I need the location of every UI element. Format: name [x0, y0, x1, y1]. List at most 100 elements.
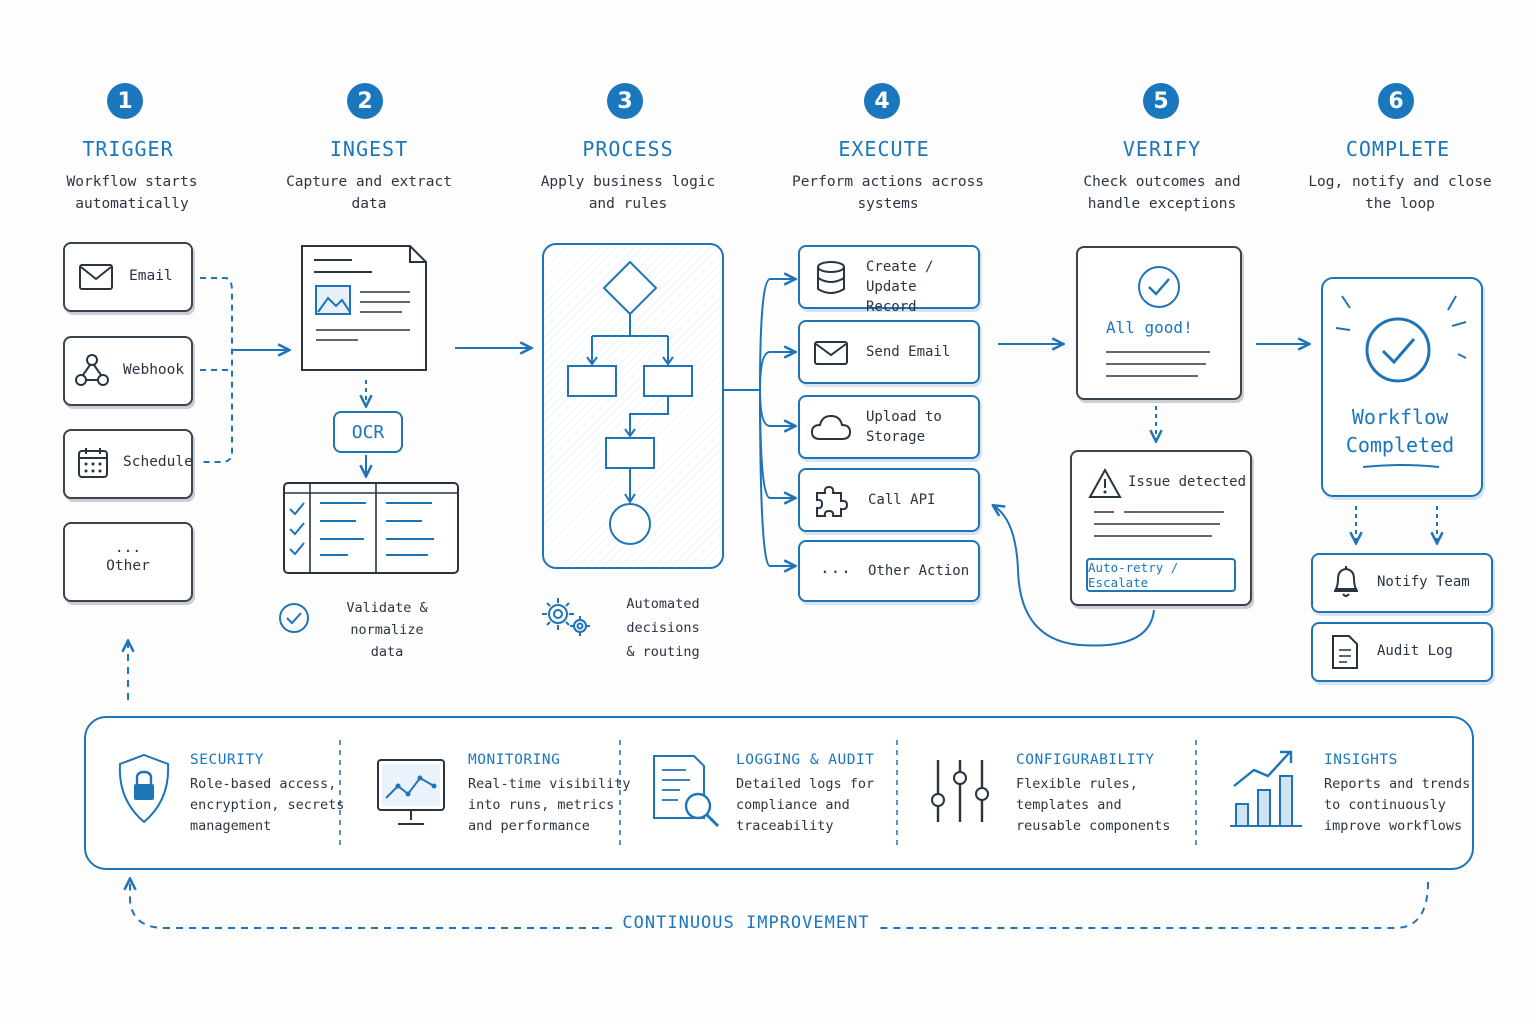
label-line: Storage	[866, 429, 926, 445]
envelope-icon	[79, 264, 113, 290]
sparkle-icon	[1335, 295, 1467, 359]
step-1-badge: 1	[107, 83, 143, 119]
document-search-icon	[653, 755, 720, 828]
trigger-schedule[interactable]: Schedule	[63, 429, 193, 499]
step-1-title: TRIGGER	[82, 137, 174, 161]
action-label: Call API	[868, 492, 936, 508]
step-1-description: Workflow starts automatically	[22, 171, 242, 215]
webhook-icon	[75, 354, 109, 386]
description-line: to continuously	[1324, 797, 1446, 813]
flowchart-icon	[567, 260, 693, 545]
feature-security: SECURITY Role-based access,encryption, s…	[190, 752, 344, 837]
continuous-improvement-label: CONTINUOUS IMPROVEMENT	[612, 913, 880, 933]
description-line: Detailed logs for	[736, 776, 875, 792]
process-caption: Automated decisions & routing	[588, 592, 738, 664]
desc-line: Apply business logic	[540, 174, 716, 190]
description-line: reusable components	[1016, 818, 1171, 834]
check-circle-icon	[279, 603, 309, 633]
feature-title: CONFIGURABILITY	[1016, 752, 1155, 768]
desc-line: Check outcomes and	[1083, 174, 1241, 190]
trigger-webhook[interactable]: Webhook	[63, 336, 193, 406]
desc-line: handle exceptions	[1087, 196, 1237, 212]
trigger-other-label: Other	[106, 558, 150, 574]
step-6-title: COMPLETE	[1345, 137, 1451, 161]
retry-escalate-button[interactable]: Auto-retry / Escalate	[1086, 558, 1236, 592]
cloud-icon	[810, 414, 852, 440]
sliders-icon	[931, 760, 989, 822]
document-lines-icon	[1332, 635, 1358, 669]
text-lines	[1106, 351, 1210, 377]
step-5-title: VERIFY	[1122, 137, 1202, 161]
ellipsis-icon: ...	[820, 558, 852, 577]
step-5-description: Check outcomes and handle exceptions	[1052, 171, 1272, 215]
ellipsis-icon: ...	[114, 540, 142, 556]
action-send-email[interactable]: Send Email	[798, 320, 980, 384]
trigger-webhook-label: Webhook	[123, 362, 185, 378]
desc-line: Capture and extract	[286, 174, 452, 190]
desc-line: Log, notify and close	[1308, 174, 1492, 190]
warning-icon	[1088, 468, 1122, 498]
trigger-schedule-label: Schedule	[123, 454, 193, 470]
action-call-api[interactable]: Call API	[798, 468, 980, 532]
step-2-description: Capture and extract data	[259, 171, 479, 215]
audit-log-button[interactable]: Audit Log	[1311, 622, 1493, 682]
step-3-badge: 3	[607, 83, 643, 119]
description-line: compliance and	[736, 797, 850, 813]
description-line: encryption, secrets	[190, 797, 345, 813]
check-circle-icon	[1138, 266, 1180, 308]
document-icon	[301, 245, 427, 371]
trigger-other[interactable]: ... Other	[63, 522, 193, 602]
feature-dividers	[339, 740, 1197, 846]
feature-configurability: CONFIGURABILITY Flexible rules,templates…	[1016, 752, 1170, 837]
step-3-title: PROCESS	[582, 137, 674, 161]
workflow-completed-card: Workflow Completed	[1321, 277, 1483, 497]
desc-line: systems	[857, 196, 919, 212]
shield-lock-icon	[118, 753, 170, 824]
label-line: Completed	[1345, 433, 1455, 457]
verify-ok-card: All good!	[1076, 246, 1242, 400]
data-table-icon	[283, 482, 459, 574]
desc-line: the loop	[1365, 196, 1435, 212]
step-6-description: Log, notify and close the loop	[1290, 171, 1510, 215]
step-2-badge: 2	[347, 83, 383, 119]
desc-line: automatically	[75, 196, 189, 212]
ocr-label: OCR	[351, 421, 385, 443]
description-line: improve workflows	[1324, 818, 1463, 834]
description-line: management	[190, 818, 272, 834]
gears-icon	[542, 598, 590, 636]
action-label: Upload to Storage	[866, 407, 942, 447]
description-line: Reports and trends	[1324, 776, 1471, 792]
label-line: Upload to	[866, 409, 942, 425]
caption-line: Automated decisions	[626, 596, 700, 636]
feature-description: Reports and trends to continuously improve…	[1324, 774, 1470, 837]
audit-log-label: Audit Log	[1377, 643, 1453, 659]
puzzle-icon	[816, 485, 849, 517]
all-good-label: All good!	[1106, 318, 1193, 337]
label-line: Record	[866, 299, 917, 315]
caption-line: Validate & normalize	[346, 600, 428, 638]
description-line: traceability	[736, 818, 834, 834]
notify-team-button[interactable]: Notify Team	[1311, 553, 1493, 613]
description-line: templates and	[1016, 797, 1122, 813]
desc-line: data	[351, 196, 387, 212]
envelope-icon	[814, 341, 848, 365]
feature-title: SECURITY	[190, 752, 264, 768]
feature-description: Detailed logs for compliance and traceabil…	[736, 774, 874, 837]
action-label: Send Email	[866, 344, 951, 360]
caption-line: & routing	[626, 644, 700, 660]
underline-decoration	[1362, 464, 1440, 468]
desc-line: Workflow starts	[66, 174, 198, 190]
trigger-email-label: Email	[129, 268, 173, 284]
trigger-email[interactable]: Email	[63, 242, 193, 312]
action-other[interactable]: ... Other Action	[798, 540, 980, 602]
verify-issue-card: Issue detected Auto-retry / Escalate	[1070, 450, 1252, 606]
description-line: into runs, metrics	[468, 797, 615, 813]
action-upload-storage[interactable]: Upload to Storage	[798, 395, 980, 459]
